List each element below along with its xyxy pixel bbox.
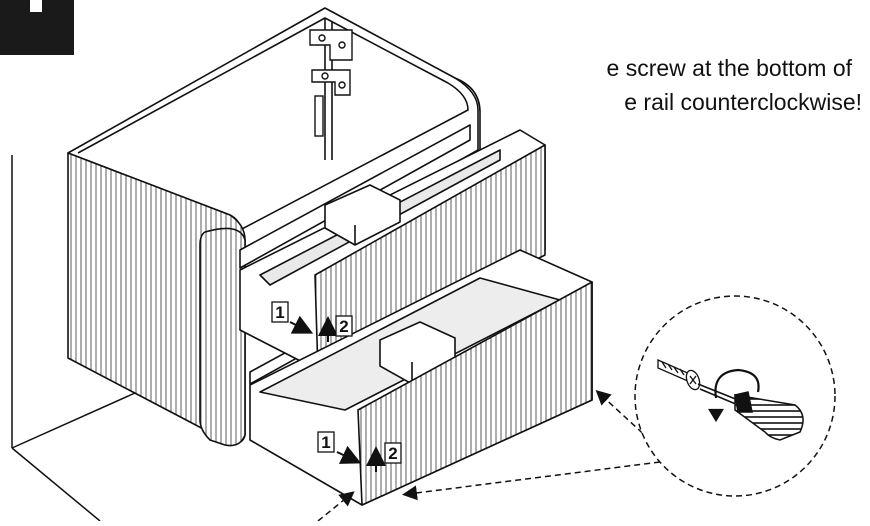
instruction-line-2: e rail counterclockwise! — [624, 89, 862, 115]
wall-and-floor-lines — [11, 155, 136, 522]
screwdriver-icon — [697, 383, 804, 441]
upper-step-markers: 1 2 — [271, 301, 353, 342]
lower-step1-label: 1 — [321, 433, 330, 452]
step-number-tab-icon — [0, 0, 74, 55]
upper-step1-label: 1 — [275, 303, 284, 322]
pointer-arrows — [317, 389, 661, 522]
instruction-text: e screw at the bottom of e rail counterc… — [607, 55, 862, 115]
upper-step2-label: 2 — [339, 317, 348, 336]
upper-drawer — [239, 129, 546, 373]
lower-step2-label: 2 — [388, 444, 397, 463]
screw-detail-callout — [634, 295, 836, 497]
lower-drawer — [249, 249, 593, 506]
counterclockwise-arrow-icon — [708, 368, 760, 423]
screw-icon — [657, 359, 701, 391]
lower-step-markers: 1 2 — [317, 431, 402, 472]
instruction-line-1: e screw at the bottom of — [607, 55, 853, 81]
mounting-brackets — [309, 29, 353, 137]
